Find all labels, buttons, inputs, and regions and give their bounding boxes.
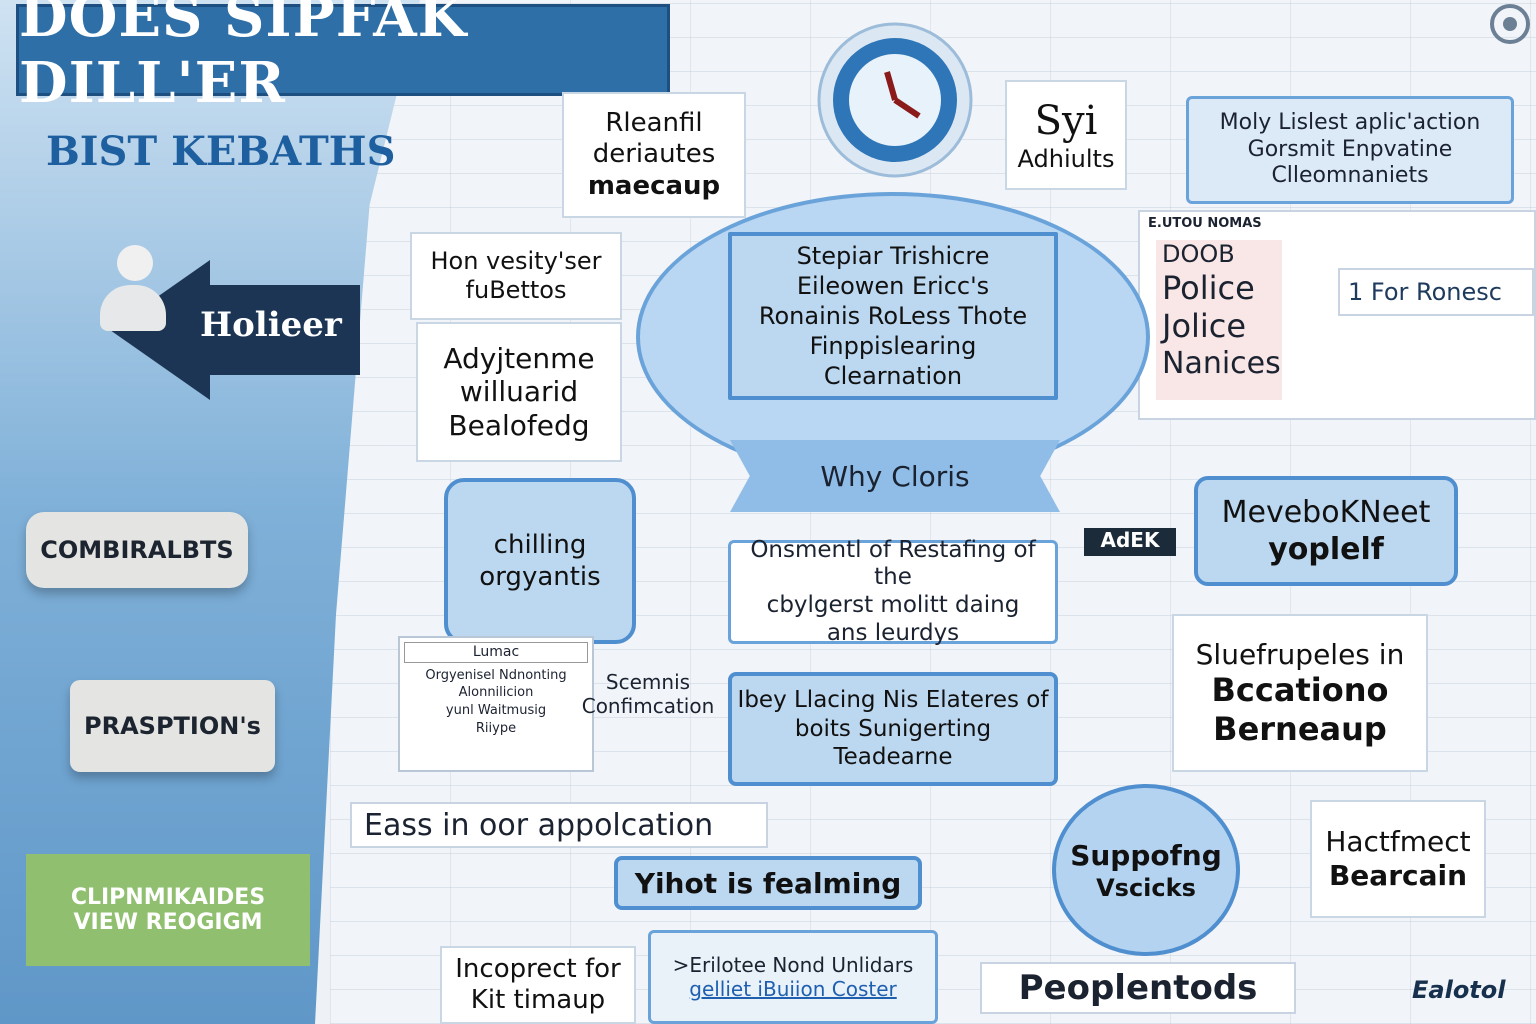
card-incoprect: Incoprect for Kit timaup bbox=[440, 946, 636, 1024]
text: ans leurdys bbox=[826, 619, 960, 646]
callout-ibey: Ibey Llacing Nis Elateres of boits Sunig… bbox=[728, 672, 1058, 786]
callout-onsmentl: Onsmentl of Restafing of the cbylgerst m… bbox=[728, 536, 1058, 646]
text: Onsmentl of Restafing of the bbox=[750, 536, 1036, 591]
text: yunl Waitmusig bbox=[445, 702, 547, 718]
card-chilling: chilling orgyantis bbox=[444, 478, 636, 644]
card-hon-vesity: Hon vesity'ser fuBettos bbox=[410, 232, 622, 320]
text: Vscicks bbox=[1096, 873, 1196, 902]
card-sluefrupeles: Sluefrupeles in Bccationo Berneaup bbox=[1172, 614, 1428, 772]
text: Syi bbox=[1034, 97, 1098, 144]
text: Berneaup bbox=[1213, 709, 1387, 748]
pill-prasptions: PRASPTION's bbox=[70, 680, 275, 772]
text: Clleomnaniets bbox=[1271, 163, 1429, 189]
oval-text-box: Stepiar Trishicre Eileowen Ericc's Ronai… bbox=[728, 232, 1058, 400]
text: Adyjtenme bbox=[443, 341, 595, 375]
text: Riiype bbox=[475, 720, 517, 736]
arrow-label: Holieer bbox=[200, 305, 342, 345]
page-title: DOES SIPFAK DILL'ER bbox=[16, 0, 670, 116]
text: Ronainis RoLess Thote bbox=[758, 302, 1028, 330]
text: Clearnation bbox=[823, 362, 963, 390]
green-box: CLIPNMIKAIDES VIEW REOGIGM bbox=[26, 854, 310, 966]
text: Hon vesity'ser bbox=[430, 247, 602, 276]
badge: AdEK bbox=[1084, 528, 1176, 556]
text: deriautes bbox=[592, 139, 716, 170]
text: maecaup bbox=[587, 170, 721, 201]
text: >Erilotee Nond Unlidars bbox=[672, 953, 914, 977]
text: orgyantis bbox=[479, 562, 601, 592]
small-box: Lumac Orgyenisel Ndnonting Alonnilicion … bbox=[398, 636, 594, 772]
pill-combiralbts: COMBIRALBTS bbox=[26, 512, 248, 588]
card-adhiults: Syi Adhiults bbox=[1005, 80, 1127, 190]
text: Bealofedg bbox=[448, 408, 590, 442]
text: DOOB bbox=[1162, 240, 1235, 268]
text: Eileowen Ericc's bbox=[796, 272, 990, 300]
bar-peoplentods: Peoplentods bbox=[980, 962, 1296, 1014]
speech-bubble: Moly Lislest aplic'action Gorsmit Enpvat… bbox=[1186, 96, 1514, 204]
bar-yihot: Yihot is fealming bbox=[614, 856, 922, 910]
text: Gorsmit Enpvatine bbox=[1247, 136, 1453, 162]
text: Nanices bbox=[1162, 345, 1281, 381]
clock-icon bbox=[817, 22, 973, 178]
text: Orgyenisel Ndnonting bbox=[425, 667, 567, 683]
green-box-line: CLIPNMIKAIDES bbox=[70, 885, 266, 910]
text: Moly Lislest aplic'action bbox=[1219, 110, 1481, 136]
callout-meveboknet: MeveboKNeet yoplelf bbox=[1194, 476, 1458, 586]
text: Alonnilicion bbox=[458, 685, 534, 701]
text: Bccationo bbox=[1211, 671, 1389, 710]
text: Stepiar Trishicre bbox=[796, 242, 990, 270]
text: Teadearne bbox=[833, 744, 953, 771]
arrow-left-icon bbox=[110, 260, 360, 400]
card-adyjtenme: Adyjtenme willuarid Bealofedg bbox=[416, 322, 622, 462]
text: cbylgerst molitt daing bbox=[766, 592, 1020, 618]
panel-label: E.UTOU NOMAS bbox=[1148, 216, 1262, 231]
text: Jolice bbox=[1162, 307, 1247, 346]
ribbon: Why Cloris bbox=[730, 440, 1060, 512]
text: willuarid bbox=[459, 375, 579, 409]
link[interactable]: gelliet iBuiion Coster bbox=[689, 977, 897, 1001]
text: chilling bbox=[493, 529, 587, 560]
tag: 1 For Ronesc bbox=[1338, 268, 1534, 316]
right-panel: E.UTOU NOMAS DOOB Police Jolice Nanices … bbox=[1138, 210, 1536, 420]
text: Bearcain bbox=[1328, 859, 1468, 892]
card-hactfmect: Hactfmect Bearcain bbox=[1310, 800, 1486, 918]
person-icon bbox=[100, 245, 170, 335]
card-rleanfil: Rleanfil deriautes maecaup bbox=[562, 92, 746, 218]
settings-icon[interactable] bbox=[1488, 2, 1532, 46]
text: Finppislearing bbox=[809, 332, 977, 360]
text: Suppofng bbox=[1070, 838, 1222, 872]
text: Hactfmect bbox=[1325, 825, 1471, 859]
text: MeveboKNeet bbox=[1221, 494, 1431, 530]
text: Police bbox=[1162, 268, 1255, 307]
green-box-line: VIEW REOGIGM bbox=[73, 910, 263, 935]
text: Rleanfil bbox=[605, 108, 703, 139]
scemnis-label: Scemnis Confimcation bbox=[578, 670, 718, 718]
link-box: >Erilotee Nond Unlidars gelliet iBuiion … bbox=[648, 930, 938, 1024]
text: boits Sunigerting bbox=[794, 715, 992, 742]
text: Sluefrupeles in bbox=[1195, 637, 1405, 671]
text: Kit timaup bbox=[470, 985, 606, 1015]
text: fuBettos bbox=[465, 276, 567, 304]
text: Confimcation bbox=[581, 694, 715, 718]
text: Incoprect for bbox=[455, 953, 621, 984]
bar-eass: Eass in oor appolcation bbox=[350, 802, 768, 848]
circle-suppofng: Suppofng Vscicks bbox=[1052, 784, 1240, 956]
page-subtitle: BIST KEBATHS bbox=[46, 128, 396, 175]
text: Ibey Llacing Nis Elateres of bbox=[737, 686, 1049, 713]
text: Adhiults bbox=[1017, 144, 1115, 173]
text: Scemnis bbox=[605, 670, 691, 694]
logo: Ealotol bbox=[1412, 976, 1506, 1004]
text: yoplelf bbox=[1268, 532, 1384, 567]
text: Lumac bbox=[404, 642, 588, 663]
